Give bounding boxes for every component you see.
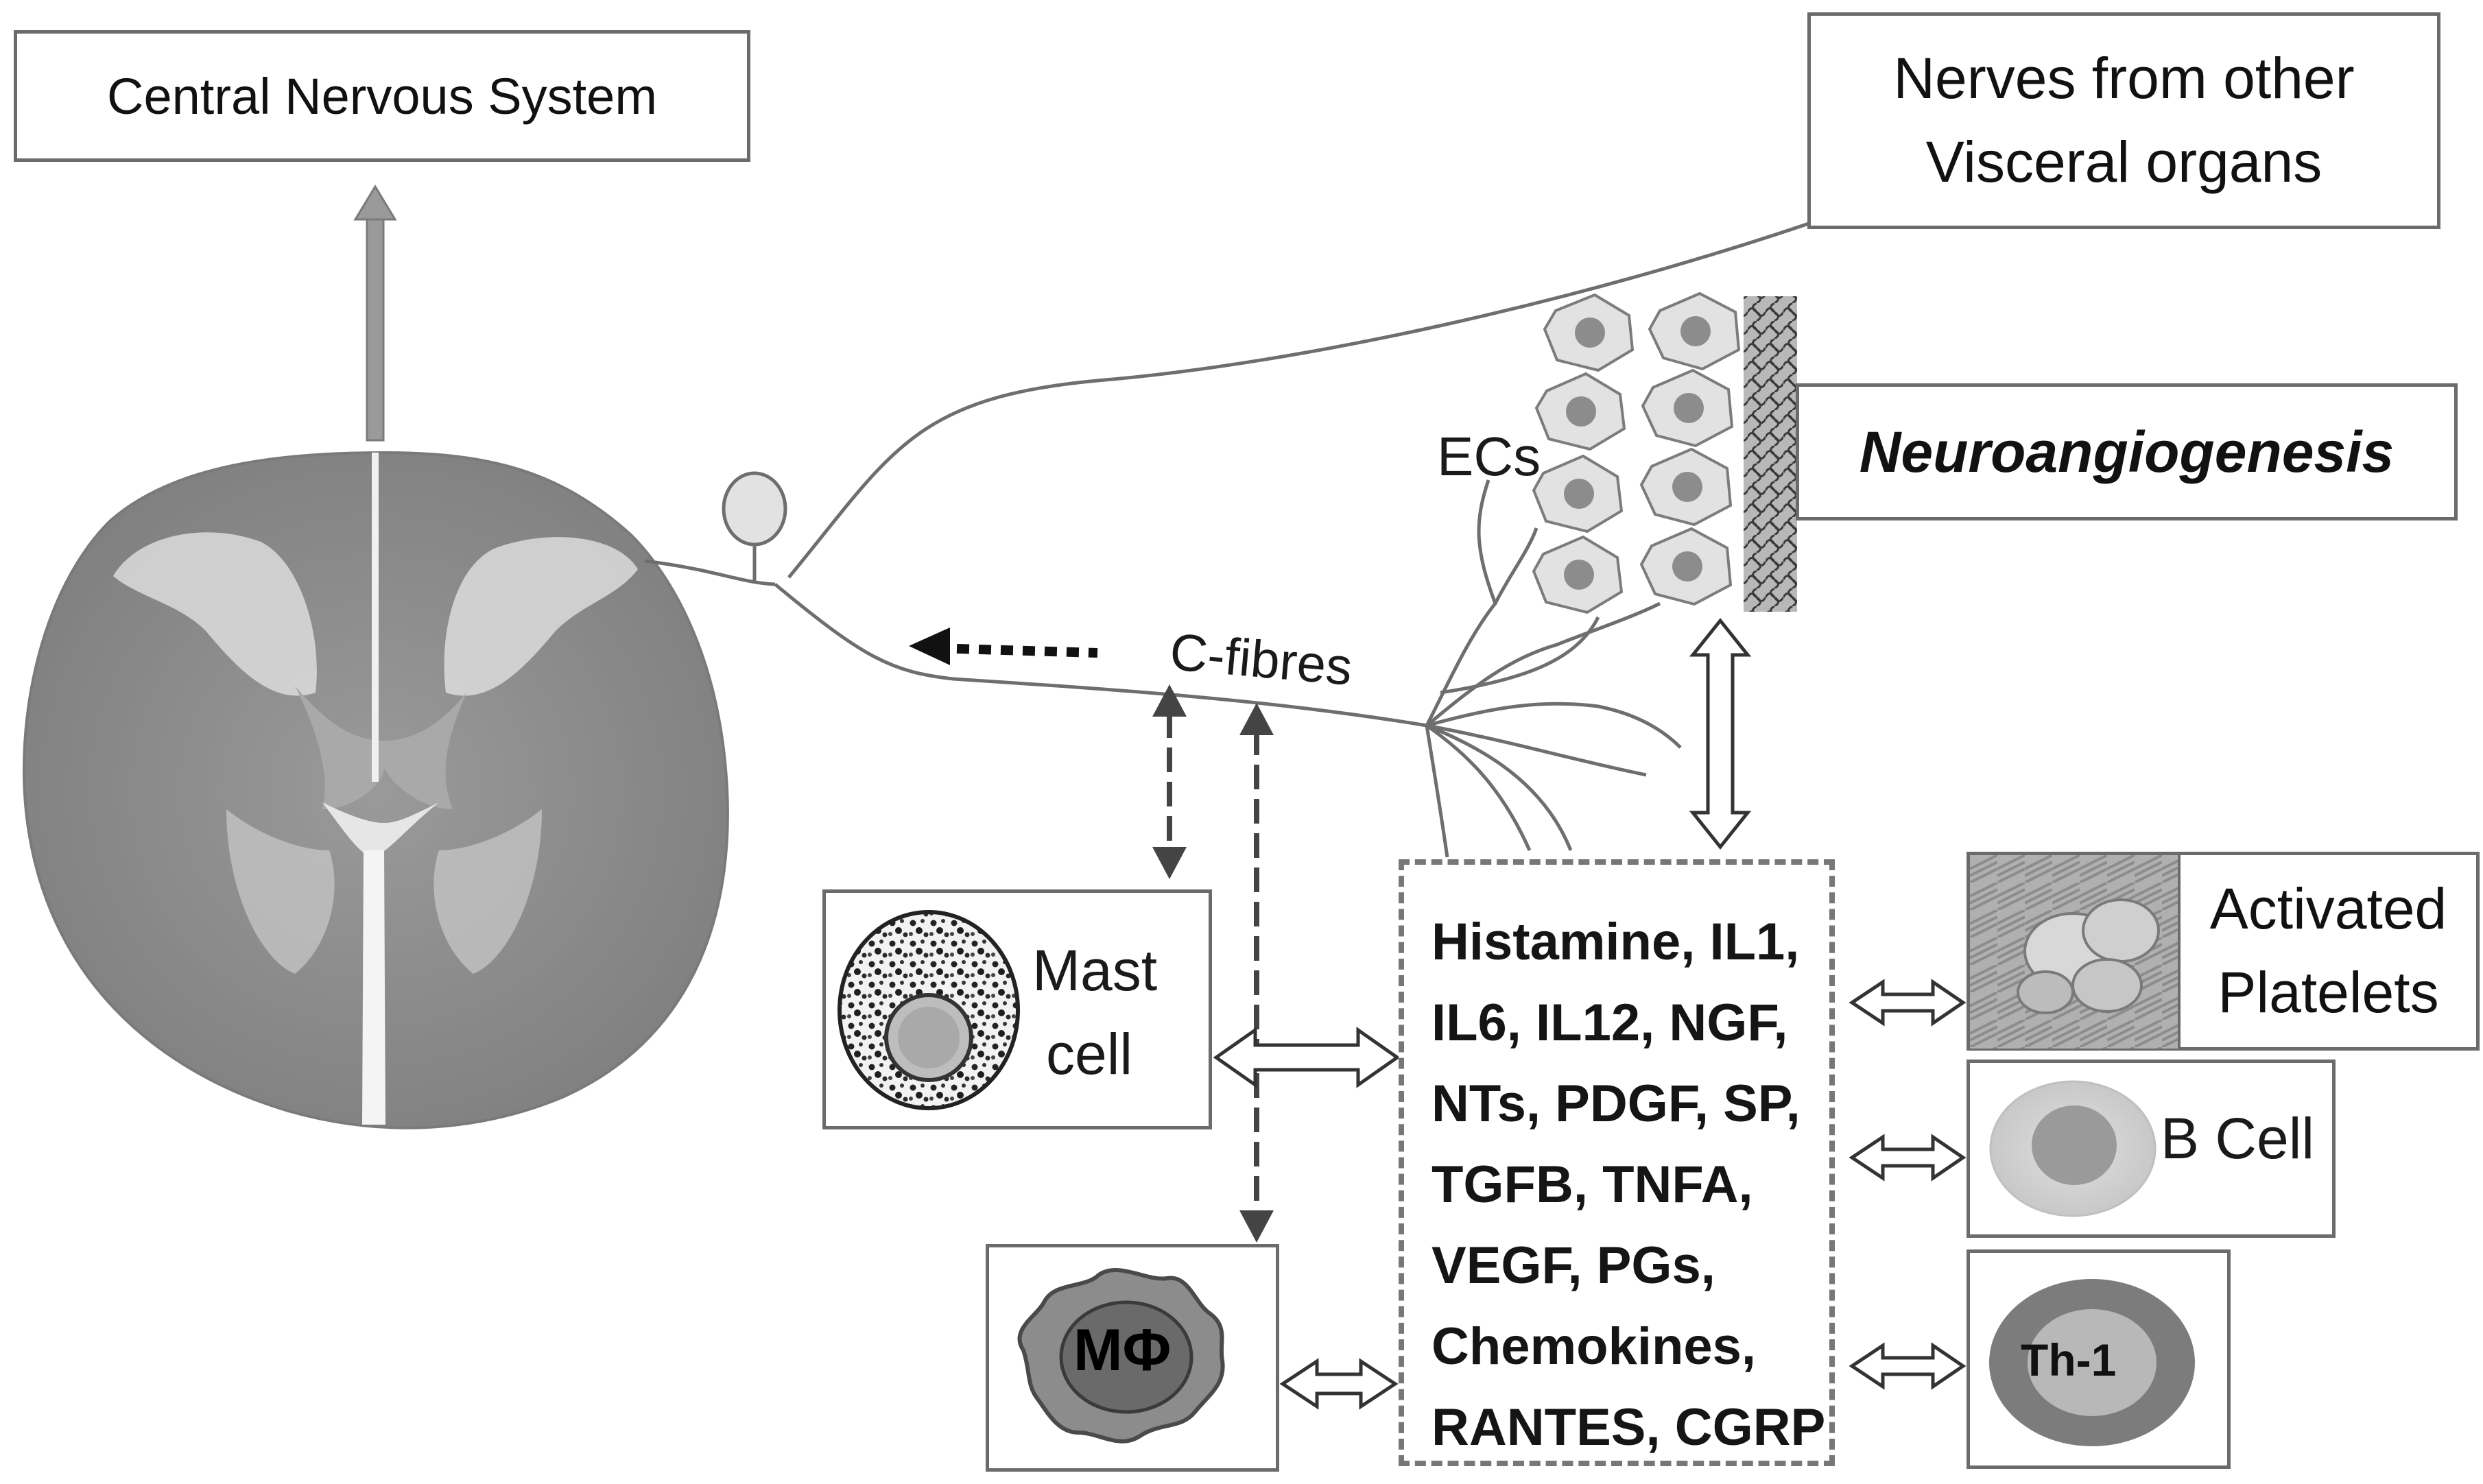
mediator-line: IL6, IL12, NGF,	[1431, 994, 1788, 1052]
neuroangiogenesis-box: Neuroangiogenesis	[1796, 383, 2458, 520]
mast-cell-label: Mast cell	[1032, 929, 1157, 1097]
mediator-line: Histamine, IL1,	[1431, 913, 1800, 971]
ecs-label: ECs	[1437, 426, 1541, 487]
spinal-cord-section	[23, 451, 729, 1129]
mast-cell-box	[822, 889, 1212, 1129]
cns-box: Central Nervous System	[14, 30, 750, 162]
neuroangiogenesis-label: Neuroangiogenesis	[1859, 419, 2395, 484]
mast-cell-icon	[837, 910, 1020, 1110]
th1-cell-icon	[1989, 1279, 2195, 1446]
mediator-line: TGFB, TNFA,	[1431, 1156, 1753, 1214]
th1-cell-label: Th-1	[2021, 1335, 2117, 1385]
arrow-to-cns	[353, 184, 397, 442]
double-arrow-ecs-mediators	[1689, 617, 1752, 850]
mediator-line: Chemokines,	[1431, 1317, 1757, 1376]
activated-platelets-label-line2: Platelets	[2218, 960, 2439, 1025]
dashed-arrow-macrophage	[1239, 703, 1274, 1243]
b-cell-label: B Cell	[2161, 1106, 2315, 1171]
visceral-nerves-label-line1: Nerves from other	[1893, 46, 2355, 111]
mast-cell-label-line2: cell	[1046, 1021, 1133, 1086]
platelets-image-icon	[1970, 855, 2183, 1049]
visceral-nerves-label-line2: Visceral organs	[1925, 130, 2322, 194]
cns-label: Central Nervous System	[107, 67, 657, 125]
visceral-nerves-box: Nerves from other Visceral organs	[1807, 12, 2440, 229]
endothelial-cells	[1532, 291, 1797, 614]
activated-platelets-label-box: Activated Platelets	[2178, 852, 2480, 1051]
mediator-line: NTs, PDGF, SP,	[1431, 1075, 1801, 1133]
double-arrows-horizontal	[1213, 979, 1967, 1410]
macrophage-box	[986, 1244, 1279, 1472]
mediator-line: VEGF, PGs,	[1431, 1236, 1715, 1295]
activated-platelets-label-line1: Activated	[2209, 876, 2447, 942]
ganglion	[722, 471, 787, 582]
vessel-mesh	[1744, 296, 1797, 612]
dashed-arrow-mast-cell	[1152, 684, 1187, 879]
mediators-box: Histamine, IL1, IL6, IL12, NGF, NTs, PDG…	[1399, 859, 1835, 1466]
nerve-fibres	[644, 221, 1811, 858]
macrophage-label: MΦ	[1073, 1317, 1172, 1383]
mediator-line: RANTES, CGRP	[1431, 1398, 1826, 1457]
mast-cell-label-line1: Mast	[1032, 938, 1158, 1003]
retrograde-signal-arrow	[909, 627, 1098, 665]
b-cell-box	[1967, 1060, 2336, 1238]
macrophage-icon	[1017, 1268, 1225, 1444]
b-cell-icon	[1989, 1080, 2157, 1217]
th1-cell-box	[1967, 1249, 2231, 1469]
